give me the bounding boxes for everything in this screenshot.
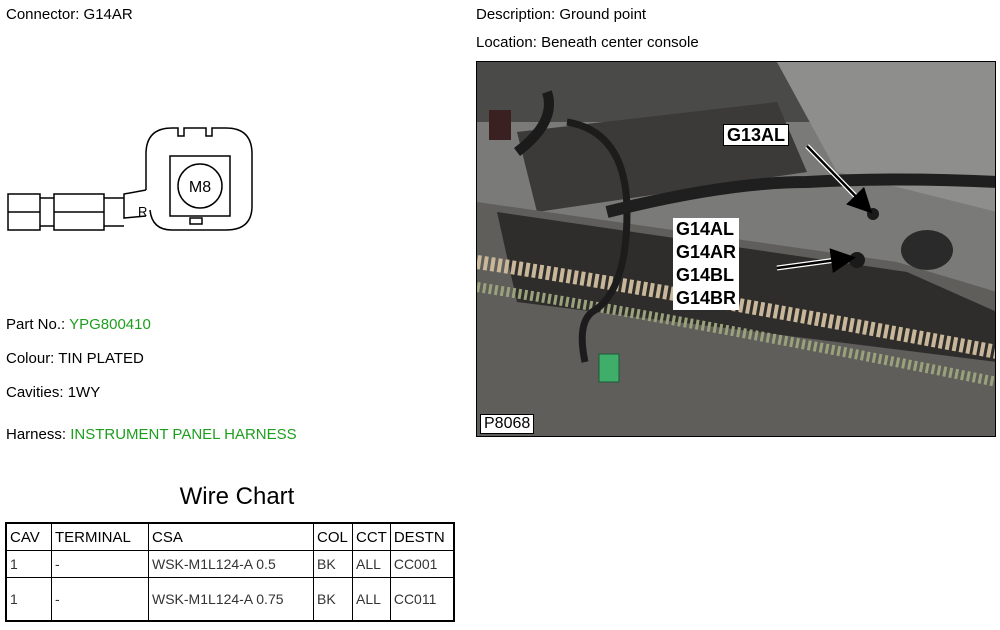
part-number-label: Part No.: [6,316,66,333]
photo-reference: P8068 [480,414,535,434]
colour-line: Colour: TIN PLATED [6,350,144,367]
header-col: COL [313,522,353,551]
cavities-value: 1WY [67,384,101,401]
arrow-g14 [776,248,856,274]
colour-value: TIN PLATED [58,350,144,367]
part-number-link[interactable]: YPG800410 [69,316,151,333]
table-header-row: CAV TERMINAL CSA COL CCT DESTN [5,522,455,551]
header-destn: DESTN [389,522,455,551]
connector-label: Connector: [6,6,80,23]
cavities-label: Cavities: [6,384,64,401]
location-line: Location: Beneath center console [476,34,699,51]
colour-label: Colour: [6,350,55,367]
cell-csa: WSK-M1L124-A 0.75 [148,577,314,622]
callout-arrows [776,144,873,274]
cell-col: BK [313,550,353,578]
harness-label: Harness: [6,426,67,443]
header-cct: CCT [352,522,391,551]
description-label: Description: [476,6,556,23]
cell-cct: ALL [352,550,391,578]
cell-cav: 1 [5,550,52,578]
callout-g14br: G14BR [676,288,737,308]
arrow-g13al [806,145,873,214]
header-cav: CAV [5,522,52,551]
cell-col: BK [313,577,353,622]
orientation-marker: R [138,204,147,219]
description-value: Ground point [559,6,647,23]
cell-terminal: - [51,577,149,622]
location-value: Beneath center console [541,34,699,51]
description-line: Description: Ground point [476,6,646,23]
table-row: 1 - WSK-M1L124-A 0.5 BK ALL CC001 [5,550,455,578]
connector-value: G14AR [83,6,133,23]
harness-line: Harness: INSTRUMENT PANEL HARNESS [6,426,297,443]
cavities-line: Cavities: 1WY [6,384,100,401]
connector-drawing: M8 R [7,127,253,231]
location-label: Location: [476,34,537,51]
wire-chart-table: CAV TERMINAL CSA COL CCT DESTN 1 - WSK-M… [5,522,455,622]
header-terminal: TERMINAL [51,522,149,551]
part-number-line: Part No.: YPG800410 [6,316,151,333]
callout-g13al: G13AL [723,124,790,146]
cell-cct: ALL [352,577,391,622]
harness-link[interactable]: INSTRUMENT PANEL HARNESS [70,426,297,443]
stud-size-label: M8 [189,179,211,196]
header-csa: CSA [148,522,314,551]
callout-group-g14: G14AL G14AR G14BL G14BR [673,218,740,310]
cell-destn: CC011 [389,577,455,622]
location-photo: G13AL G14AL G14AR G14BL G14BR P8068 [476,61,996,437]
wire-chart-title: Wire Chart [179,483,295,510]
callout-g14al: G14AL [676,219,735,239]
cell-terminal: - [51,550,149,578]
callout-g14ar: G14AR [676,242,737,262]
cell-csa: WSK-M1L124-A 0.5 [148,550,314,578]
cell-destn: CC001 [389,550,455,578]
table-row: 1 - WSK-M1L124-A 0.75 BK ALL CC011 [5,577,455,622]
cell-cav: 1 [5,577,52,622]
callout-g14bl: G14BL [676,265,735,285]
connector-line: Connector: G14AR [6,6,133,23]
